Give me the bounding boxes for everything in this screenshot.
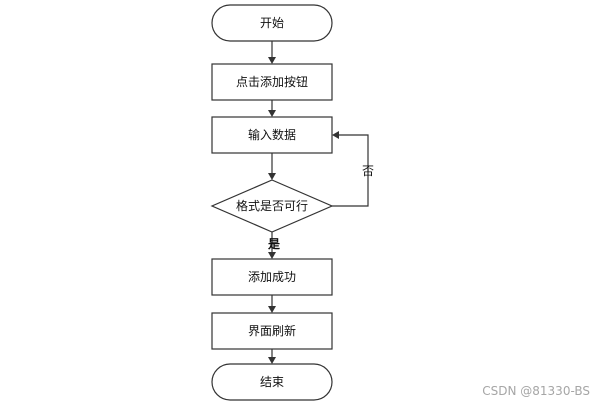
edge-click-to-input <box>268 100 276 117</box>
edge-decision-no-loop <box>332 131 369 207</box>
edge-refresh-to-end <box>268 349 276 364</box>
edge-success-to-refresh <box>268 295 276 313</box>
edge-start-to-click <box>268 41 276 64</box>
input-data-label: 输入数据 <box>248 127 296 142</box>
start-label: 开始 <box>260 16 284 30</box>
add-success-step: 添加成功 <box>211 258 333 296</box>
edge-input-to-decision <box>268 153 276 180</box>
click-add-button-label: 点击添加按钮 <box>236 74 308 89</box>
end-label: 结束 <box>260 375 284 389</box>
yes-label: 是 <box>267 237 281 251</box>
edge-decision-to-success <box>268 232 276 259</box>
format-check-decision: 格式是否可行 <box>210 179 334 233</box>
refresh-step: 界面刷新 <box>211 312 333 350</box>
end-node: 结束 <box>211 363 333 401</box>
click-add-button-step: 点击添加按钮 <box>211 63 333 101</box>
format-check-label: 格式是否可行 <box>236 198 308 213</box>
watermark-text: CSDN @81330-BS <box>482 384 590 398</box>
refresh-label: 界面刷新 <box>248 323 296 338</box>
add-success-label: 添加成功 <box>248 270 296 284</box>
no-label: 否 <box>362 164 374 178</box>
start-node: 开始 <box>211 4 333 42</box>
input-data-step: 输入数据 <box>211 116 333 154</box>
